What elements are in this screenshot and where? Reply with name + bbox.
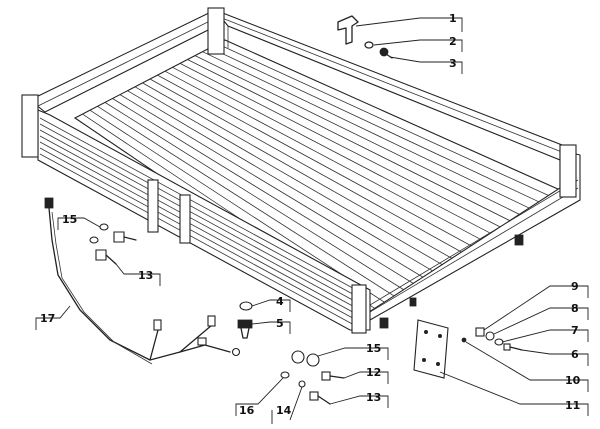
callout-12: 12	[366, 366, 381, 379]
floor-rib	[217, 43, 551, 197]
left-side-wall	[37, 109, 371, 331]
callout-5: 5	[276, 317, 284, 330]
switch-part	[237, 319, 253, 339]
floor-rib	[164, 70, 485, 242]
callout-1: 1	[449, 12, 457, 25]
callout-15-left: 15	[62, 213, 77, 226]
floor-rib	[179, 63, 504, 229]
hinge-bracket	[514, 234, 524, 246]
callout-16: 16	[239, 404, 255, 417]
floor-rib	[97, 105, 399, 300]
callout-17: 17	[40, 312, 55, 325]
hinge-bracket	[379, 317, 389, 329]
floor-rib	[209, 47, 542, 204]
corner-post-left	[21, 94, 39, 158]
floor-rib	[157, 74, 475, 248]
nut-part	[239, 301, 253, 311]
callout-13-lower: 13	[366, 391, 381, 404]
screw-part	[379, 47, 393, 59]
callout-10: 10	[565, 374, 581, 387]
hinge-bracket	[409, 297, 417, 307]
bolts-left-cluster	[95, 231, 137, 265]
callout-14: 14	[276, 404, 292, 417]
floor-rib	[172, 66, 494, 236]
floor-rib	[119, 94, 428, 280]
cargo-bed	[21, 7, 581, 334]
floor-rib	[142, 82, 456, 261]
floor-ribs	[82, 43, 551, 312]
callout-2: 2	[449, 35, 457, 48]
wiring-harness-part	[44, 197, 241, 365]
callout-8: 8	[571, 302, 579, 315]
callout-11: 11	[565, 399, 580, 412]
spring-washer-part	[364, 41, 374, 49]
corner-post-front	[351, 284, 367, 334]
floor-rib	[194, 55, 523, 216]
lower-fastener-cluster	[280, 350, 345, 405]
bracket-part	[337, 15, 359, 45]
side-wall-slats	[39, 117, 361, 327]
floor-rib	[134, 86, 447, 268]
floor-rib	[127, 90, 437, 274]
callout-4: 4	[276, 295, 284, 308]
floor-rib	[187, 59, 513, 223]
floor-rib	[149, 78, 466, 255]
callout-3: 3	[449, 57, 457, 70]
floor-rib	[202, 51, 532, 210]
callout-13-left: 13	[138, 269, 153, 282]
callout-6: 6	[571, 348, 579, 361]
stake-post-1	[147, 179, 159, 233]
license-plate-part	[413, 319, 449, 379]
callout-15-lower: 15	[366, 342, 381, 355]
callout-7: 7	[571, 324, 579, 337]
stake-post-2	[179, 194, 191, 244]
callouts: 1 2 3 4 5 6 7 8 9 10 11 12 13	[35, 12, 589, 424]
right-fastener-cluster	[461, 327, 523, 351]
floor-rib	[112, 98, 418, 287]
callout-9: 9	[571, 280, 579, 293]
corner-post-back	[207, 7, 225, 55]
floor-rib	[104, 102, 409, 293]
corner-post-right	[559, 144, 577, 198]
